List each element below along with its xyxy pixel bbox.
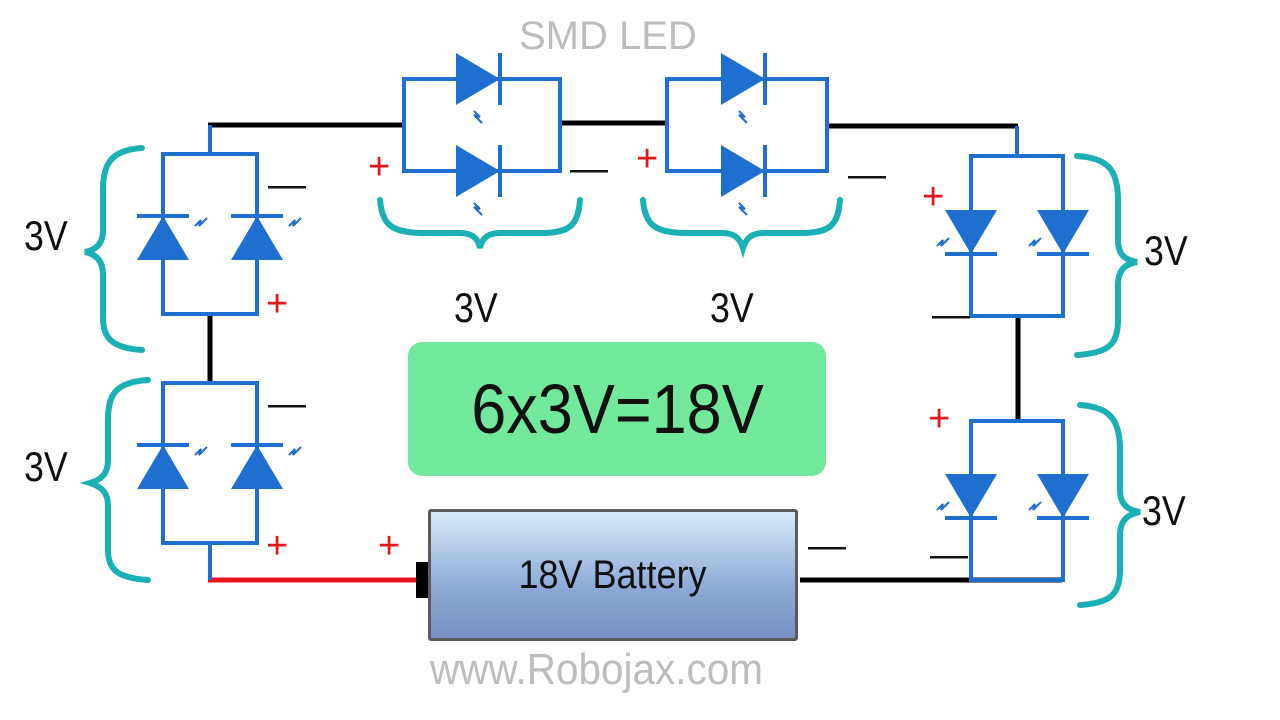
led-icon <box>135 214 209 262</box>
voltage-equation-box: 6x3V=18V <box>408 342 826 476</box>
plus-sign: + <box>368 146 391 188</box>
led-icon <box>1027 208 1091 256</box>
led-icon <box>719 143 767 217</box>
minus-sign: — <box>930 534 968 576</box>
voltage-label: 3V <box>24 212 68 259</box>
braces <box>79 145 1141 608</box>
watermark: www.Robojax.com <box>430 645 763 694</box>
led-icon <box>1027 472 1091 520</box>
led-group-left-top <box>161 125 259 316</box>
voltage-label: 3V <box>710 284 754 331</box>
brace-top-right <box>640 197 843 259</box>
led-icon <box>454 143 502 217</box>
battery-terminal <box>416 562 430 598</box>
led-icon <box>454 51 502 125</box>
battery-plus-sign: + <box>378 525 401 567</box>
battery-label: 18V Battery <box>518 552 708 597</box>
led-icon <box>935 472 999 520</box>
minus-sign: — <box>932 294 970 336</box>
led-group-top-right <box>665 77 829 173</box>
plus-sign: + <box>266 283 289 325</box>
brace-right-top <box>1074 153 1138 358</box>
brace-right-bottom <box>1077 402 1141 608</box>
led-group-right-bottom <box>969 419 1065 582</box>
led-icon <box>935 208 999 256</box>
diagram-title: SMD LED <box>519 14 697 58</box>
brace-left-top <box>84 145 145 353</box>
voltage-label: 3V <box>1142 487 1186 534</box>
led-icon <box>135 443 209 491</box>
brace-top-left <box>377 197 583 249</box>
led-group-top-left <box>402 77 562 173</box>
plus-sign: + <box>928 398 951 440</box>
battery: 18V Battery <box>428 509 798 641</box>
led-icon <box>229 443 303 491</box>
battery-minus-sign: — <box>808 525 846 567</box>
voltage-equation: 6x3V=18V <box>470 370 764 448</box>
minus-sign: — <box>848 154 886 196</box>
brace-left-bottom <box>79 377 151 583</box>
led-icon <box>229 214 303 262</box>
minus-sign: — <box>268 164 306 206</box>
plus-sign: + <box>636 138 659 180</box>
minus-sign: — <box>268 383 306 425</box>
voltage-label: 3V <box>1144 227 1188 274</box>
minus-sign: — <box>570 148 608 190</box>
led-icon <box>719 51 767 125</box>
voltage-label: 3V <box>24 443 68 490</box>
voltage-label: 3V <box>454 284 498 331</box>
plus-sign: + <box>266 525 289 567</box>
plus-sign: + <box>922 176 945 218</box>
